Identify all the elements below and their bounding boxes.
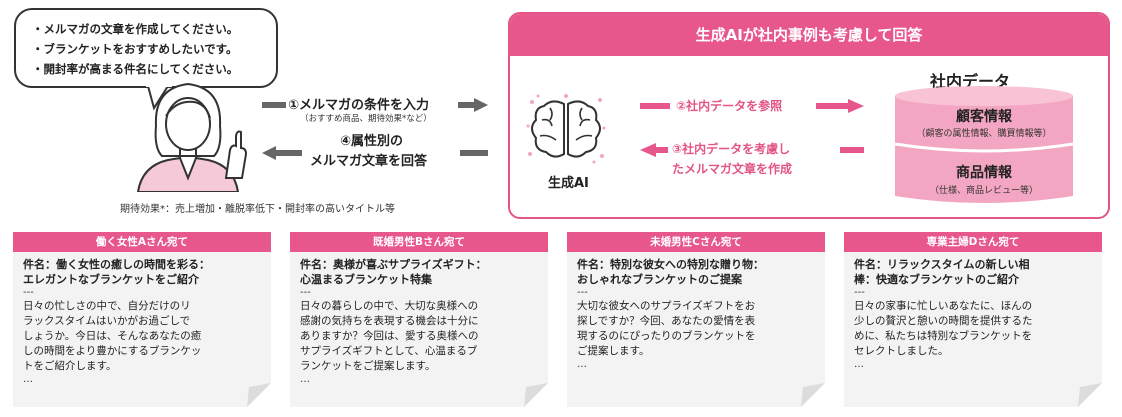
card-body: 大切な彼女へのサプライズギフトをお 探しですか？今回、あなたの愛情を表 現するの… xyxy=(567,299,825,359)
card-subject: 件名：働く女性の癒しの時間を彩る： エレガントなブランケットをご紹介 xyxy=(13,252,271,287)
card-subject: 件名：リラックスタイムの新しい相 棒：快適なブランケットのご紹介 xyxy=(844,252,1102,287)
card-head: 既婚男性Bさん宛て xyxy=(290,232,548,252)
bubble-line: ・メルマガの文章を作成してください。 xyxy=(32,22,239,36)
step4-label-line1: ④属性別の xyxy=(340,134,404,149)
left-arrow-icon xyxy=(262,146,488,160)
db-item-title: 商品情報 xyxy=(956,165,1012,181)
card-ellipsis: … xyxy=(577,359,587,370)
step3-label-line1: ③社内データを考慮し xyxy=(672,142,791,156)
mail-card: 既婚男性Bさん宛て 件名：奥様が喜ぶサプライズギフト： 心温まるブランケット特集… xyxy=(290,232,548,407)
mail-card: 未婚男性Cさん宛て 件名：特別な彼女への特別な贈り物： おしゃれなブランケットの… xyxy=(567,232,825,407)
card-body-line: 感謝の気持ちを表現する機会は十分に xyxy=(300,315,479,327)
card-head: 働く女性Aさん宛て xyxy=(13,232,271,252)
speech-bubble: ・メルマガの文章を作成してください。 ・ブランケットをおすすめしたいです。 ・開… xyxy=(14,8,278,88)
card-body-line: 日々の忙しさの中で、自分だけのリ xyxy=(23,300,191,312)
card-body-line: ラックスタイムはいかがお過ごしで xyxy=(23,315,191,327)
card-body-line: 現するのにぴったりのブランケットを xyxy=(577,330,756,342)
ai-label: 生成AI xyxy=(548,176,589,191)
card-body-line: しょうか。今日は、そんなあなたの癒 xyxy=(23,330,202,342)
card-ellipsis: … xyxy=(23,374,33,385)
step2-label: ②社内データを参照 xyxy=(676,99,783,113)
card-ellipsis: … xyxy=(300,374,310,385)
card-subject-line: 件名：リラックスタイムの新しい相 xyxy=(854,258,1030,271)
card-body-line: ランケットをご提案します。 xyxy=(300,360,436,372)
pink-right-arrow-icon xyxy=(640,99,864,113)
step4-label-line2: メルマガ文章を回答 xyxy=(310,154,428,169)
woman-user-icon xyxy=(136,82,248,192)
page-fold-icon xyxy=(801,383,825,407)
database-icon xyxy=(895,86,1073,203)
card-body-line: セレクトしました。 xyxy=(854,345,949,357)
pink-left-arrow-icon xyxy=(640,143,864,157)
card-subject-line: 棒：快適なブランケットのご紹介 xyxy=(854,273,1019,286)
step1-note: （おすすめ商品、期待効果*など） xyxy=(300,114,432,124)
card-head: 専業主婦Dさん宛て xyxy=(844,232,1102,252)
footnote: 期待効果*：売上増加・離脱率低下・開封率の高いタイトル等 xyxy=(120,204,395,215)
db-item-sub: （仕様、商品レビュー等） xyxy=(929,186,1038,196)
card-body-line: めに、私たちは特別なブランケットを xyxy=(854,330,1033,342)
mail-card: 働く女性Aさん宛て 件名：働く女性の癒しの時間を彩る： エレガントなブランケット… xyxy=(13,232,271,407)
card-subject-line: 心温まるブランケット特集 xyxy=(300,273,432,286)
db-item-sub: （顧客の属性情報、購買情報等） xyxy=(916,129,1052,139)
page-fold-icon xyxy=(1078,383,1102,407)
card-subject-line: おしゃれなブランケットのご提案 xyxy=(577,273,742,286)
right-arrow-icon xyxy=(262,98,488,112)
card-body-line: しの時間をより豊かにするブランケッ xyxy=(23,345,202,357)
card-body-line: 探しですか？今回、あなたの愛情を表 xyxy=(577,315,756,327)
step3-label-line2: たメルマガ文章を作成 xyxy=(672,162,793,176)
card-head: 未婚男性Cさん宛て xyxy=(567,232,825,252)
card-subject-line: 件名：働く女性の癒しの時間を彩る： xyxy=(23,258,210,271)
card-body: 日々の暮らしの中で、大切な奥様への 感謝の気持ちを表現する機会は十分に あります… xyxy=(290,299,548,374)
step1-label: ①メルマガの条件を入力 xyxy=(288,98,430,113)
card-body-line: 少しの贅沢と憩いの時間を提供するた xyxy=(854,315,1033,327)
bubble-tail-icon xyxy=(146,86,172,111)
card-body-line: 日々の家事に忙しいあなたに、ほんの xyxy=(854,300,1033,312)
page-fold-icon xyxy=(524,383,548,407)
card-subject-line: エレガントなブランケットをご紹介 xyxy=(23,273,199,286)
bubble-line: ・ブランケットをおすすめしたいです。 xyxy=(32,42,238,56)
card-separator: --- xyxy=(300,287,311,298)
card-subject-line: 件名：奥様が喜ぶサプライズギフト： xyxy=(300,258,487,271)
card-subject: 件名：奥様が喜ぶサプライズギフト： 心温まるブランケット特集 xyxy=(290,252,548,287)
card-subject-line: 件名：特別な彼女への特別な贈り物： xyxy=(577,258,764,271)
card-subject: 件名：特別な彼女への特別な贈り物： おしゃれなブランケットのご提案 xyxy=(567,252,825,287)
card-body-line: 日々の暮らしの中で、大切な奥様への xyxy=(300,300,479,312)
card-body-line: ありますか？今回は、愛する奥様への xyxy=(300,330,479,342)
card-body-line: ご提案します。 xyxy=(577,345,650,357)
card-body-line: 大切な彼女へのサプライズギフトをお xyxy=(577,300,756,312)
card-separator: --- xyxy=(577,287,588,298)
card-separator: --- xyxy=(23,287,34,298)
brain-icon xyxy=(526,94,606,164)
bubble-line: ・開封率が高まる件名にしてください。 xyxy=(32,62,239,76)
card-ellipsis: … xyxy=(854,359,864,370)
card-separator: --- xyxy=(854,287,865,298)
card-body-line: サプライズギフトとして、心温まるブ xyxy=(300,345,478,357)
card-body: 日々の家事に忙しいあなたに、ほんの 少しの贅沢と憩いの時間を提供するた めに、私… xyxy=(844,299,1102,359)
panel-header: 生成AIが社内事例も考慮して回答 xyxy=(510,14,1108,56)
card-body: 日々の忙しさの中で、自分だけのリ ラックスタイムはいかがお過ごしで しょうか。今… xyxy=(13,299,271,374)
db-item-title: 顧客情報 xyxy=(956,109,1012,125)
mail-card: 専業主婦Dさん宛て 件名：リラックスタイムの新しい相 棒：快適なブランケットのご… xyxy=(844,232,1102,407)
card-body-line: トをご紹介します。 xyxy=(23,360,117,372)
page-fold-icon xyxy=(247,383,271,407)
